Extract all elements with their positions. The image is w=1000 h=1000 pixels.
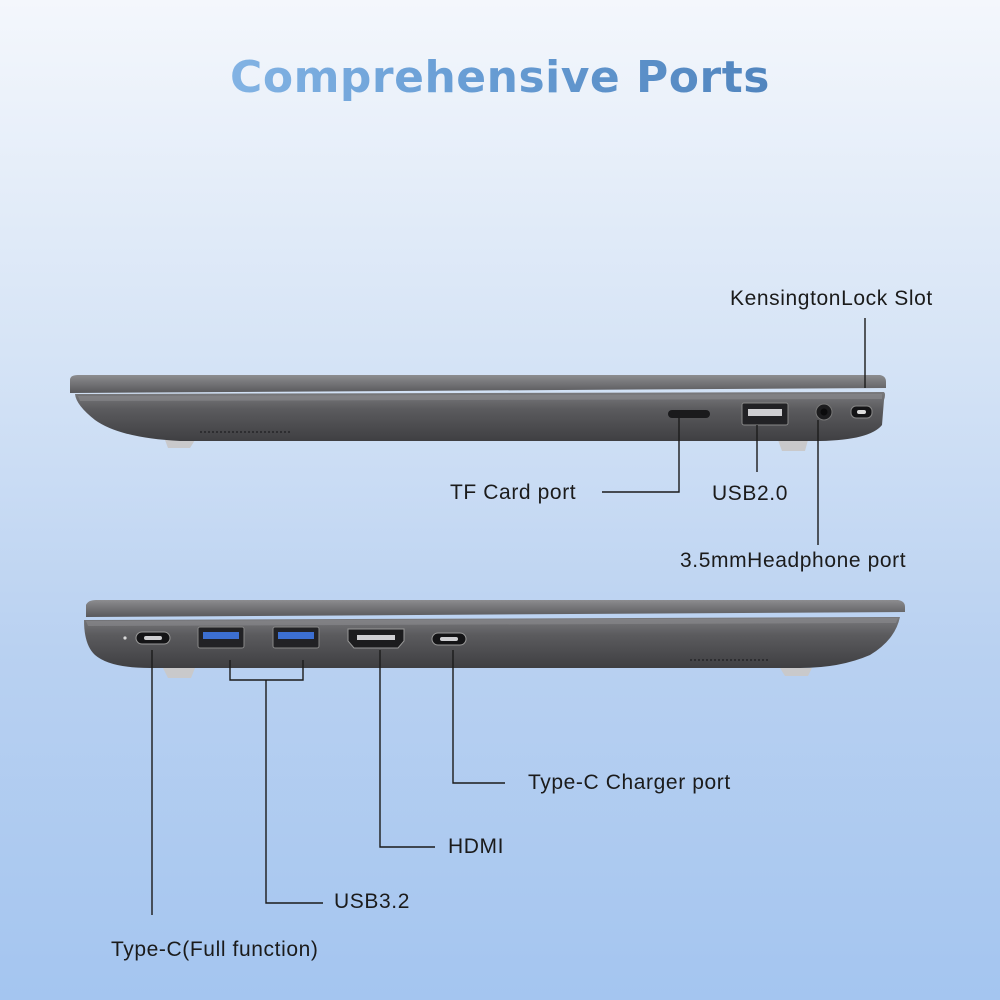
tf-card-leader — [602, 418, 680, 493]
laptop-lid — [70, 375, 886, 393]
label-usb32: USB3.2 — [334, 890, 410, 913]
laptop-lid — [86, 600, 905, 617]
label-usb20: USB2.0 — [712, 482, 788, 505]
laptop-left-side — [84, 600, 905, 678]
label-typec-full-function: Type-C(Full function) — [111, 938, 319, 961]
tf-card-slot — [668, 410, 710, 418]
leader-lines-bottom — [151, 650, 505, 915]
usb32-leader — [265, 680, 323, 904]
status-led — [123, 636, 127, 640]
label-hdmi: HDMI — [448, 835, 505, 858]
laptop-foot — [163, 668, 195, 678]
leader-lines-top — [602, 318, 866, 545]
label-headphone-port: 3.5mmHeadphone port — [680, 549, 907, 572]
laptop-base — [75, 392, 885, 441]
hdmi-leader — [379, 650, 435, 848]
laptop-foot — [165, 440, 195, 448]
label-typec-charger-port: Type-C Charger port — [528, 771, 731, 794]
laptop-right-side — [70, 375, 886, 451]
usb20-port-tongue — [748, 409, 782, 416]
label-tf-card-port: TF Card port — [450, 481, 577, 504]
laptop-foot — [780, 668, 812, 676]
label-kensington-lock-slot: KensingtonLock Slot — [730, 287, 933, 310]
page-title: Comprehensive Ports — [0, 52, 1000, 103]
laptop-foot — [778, 440, 808, 451]
typec-charger-leader — [452, 650, 505, 784]
